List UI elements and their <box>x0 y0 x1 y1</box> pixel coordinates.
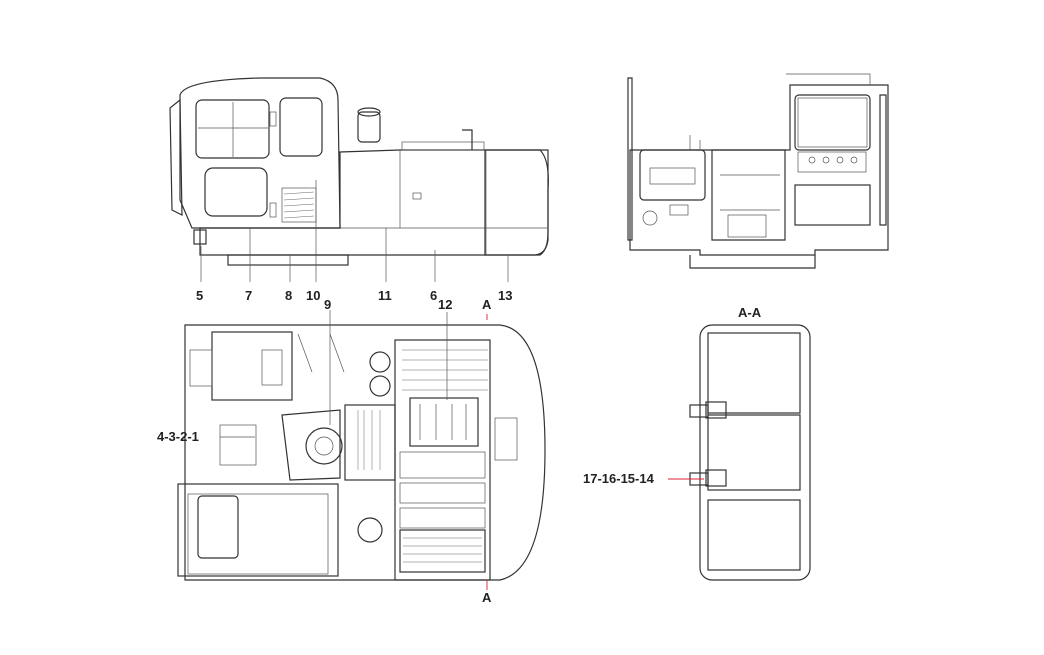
callout-9: 9 <box>324 297 332 312</box>
top-view <box>177 310 546 590</box>
section-title: A-A <box>738 305 762 320</box>
callout-12: 12 <box>438 297 453 312</box>
callout-7: 7 <box>245 288 253 303</box>
callout-11: 11 <box>378 288 392 303</box>
callout-17-16-15-14: 17-16-15-14 <box>583 471 654 486</box>
side-view <box>169 77 549 282</box>
section-marker-top: A <box>482 297 492 312</box>
rear-view <box>627 73 889 269</box>
callout-13: 13 <box>498 288 513 303</box>
section-aa-view <box>668 324 811 581</box>
callout-6: 6 <box>430 288 438 303</box>
section-marker-bottom: A <box>482 590 492 605</box>
callout-10: 10 <box>306 288 321 303</box>
callout-4-3-2-1: 4-3-2-1 <box>157 429 199 444</box>
callout-8: 8 <box>285 288 293 303</box>
callout-5: 5 <box>196 288 204 303</box>
